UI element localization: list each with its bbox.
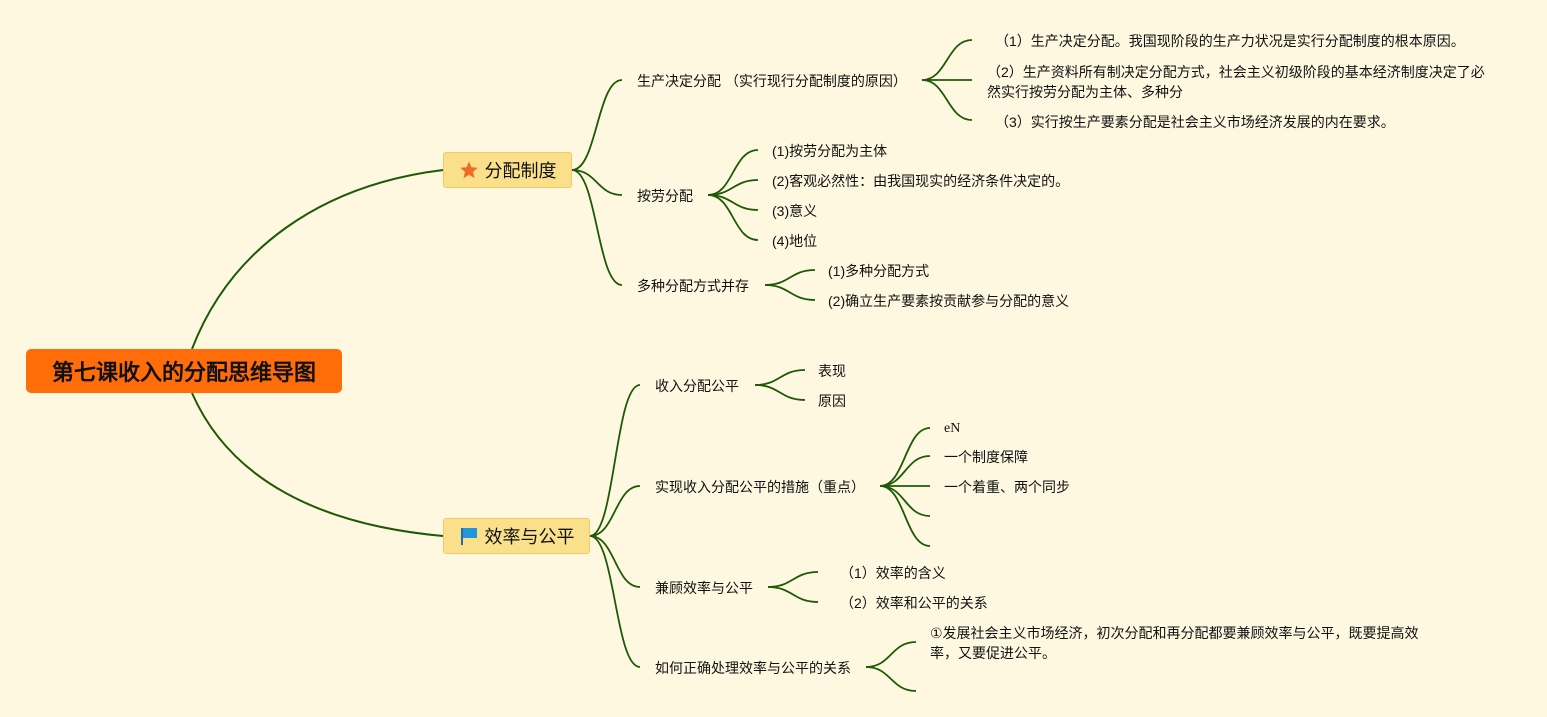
topic-income-fairness[interactable]: 收入分配公平 bbox=[655, 378, 739, 394]
leaf-relationship-1[interactable]: ①发展社会主义市场经济，初次分配和再分配都要兼顾效率与公平，既要提高效率，又要促… bbox=[930, 625, 1419, 661]
topic-multiple-methods[interactable]: 多种分配方式并存 bbox=[637, 278, 749, 294]
leaf-reason-1[interactable]: （1）生产决定分配。我国现阶段的生产力状况是实行分配制度的根本原因。 bbox=[995, 33, 1465, 49]
leaf-measures-2[interactable]: 一个制度保障 bbox=[944, 449, 1028, 465]
connector-b2-topic2 bbox=[589, 485, 641, 537]
connector-b1-topic1 bbox=[571, 79, 623, 171]
topic-distribution-by-labor[interactable]: 按劳分配 bbox=[637, 188, 693, 204]
leaf-fairness-2[interactable]: 原因 bbox=[818, 393, 846, 409]
leaf-labor-3[interactable]: (3)意义 bbox=[772, 203, 818, 219]
topic-production-determines[interactable]: 生产决定分配 （实行现行分配制度的原因） bbox=[637, 73, 907, 89]
connector-t1-leaf1 bbox=[921, 39, 973, 81]
leaf-methods-2[interactable]: (2)确立生产要素按贡献参与分配的意义 bbox=[828, 293, 1070, 309]
connector-t1-leaf3 bbox=[921, 79, 973, 121]
topic-balance[interactable]: 兼顾效率与公平 bbox=[655, 580, 753, 596]
branch-label: 效率与公平 bbox=[484, 527, 575, 547]
leaf-fairness-1[interactable]: 表现 bbox=[818, 363, 846, 379]
connector-t24-leaf1 bbox=[865, 641, 917, 668]
connector-t3-leaf1 bbox=[764, 269, 816, 286]
branch-distribution-system[interactable]: 分配制度 bbox=[443, 152, 572, 188]
branch-label: 分配制度 bbox=[484, 161, 557, 181]
connector-t22-leaf4 bbox=[879, 485, 931, 517]
connector-b2-topic3 bbox=[589, 535, 641, 588]
connector-t22-leaf2 bbox=[879, 455, 931, 487]
leaf-reason-3[interactable]: （3）实行按生产要素分配是社会主义市场经济发展的内在要求。 bbox=[995, 114, 1395, 130]
connector-t2-leaf4 bbox=[707, 194, 759, 241]
connector-b2-topic4 bbox=[589, 535, 641, 668]
leaf-measures-3[interactable]: 一个着重、两个同步 bbox=[944, 479, 1070, 495]
root-topic-label: 第七课收入的分配思维导图 bbox=[51, 360, 316, 385]
branch-efficiency-fairness[interactable]: 效率与公平 bbox=[443, 518, 590, 554]
flag-icon bbox=[459, 526, 479, 546]
topic-handle-relationship[interactable]: 如何正确处理效率与公平的关系 bbox=[655, 660, 851, 676]
leaf-measures-1[interactable]: eN bbox=[944, 421, 961, 436]
connector-t23-leaf1 bbox=[767, 571, 819, 588]
leaf-labor-4[interactable]: (4)地位 bbox=[772, 233, 818, 249]
leaf-balance-1[interactable]: （1）效率的含义 bbox=[840, 565, 946, 581]
connector-t22-leaf5 bbox=[879, 485, 931, 547]
connector-b1-topic3 bbox=[571, 169, 623, 286]
connector-t23-leaf2 bbox=[767, 586, 819, 603]
leaf-balance-2[interactable]: （2）效率和公平的关系 bbox=[840, 595, 988, 611]
star-icon bbox=[459, 160, 479, 180]
connector-b2-topic1 bbox=[589, 384, 641, 537]
leaf-labor-2[interactable]: (2)客观必然性：由我国现实的经济条件决定的。 bbox=[772, 173, 1070, 189]
connector-t21-leaf1 bbox=[754, 369, 806, 386]
leaf-labor-1[interactable]: (1)按劳分配为主体 bbox=[772, 143, 888, 159]
connector-t24-leaf2 bbox=[865, 666, 917, 692]
root-topic[interactable]: 第七课收入的分配思维导图 bbox=[26, 349, 342, 393]
connector-t21-leaf2 bbox=[754, 384, 806, 401]
connector-root-branch1 bbox=[191, 169, 444, 350]
connector-t22-leaf1 bbox=[879, 427, 931, 487]
connector-root-branch2 bbox=[191, 392, 444, 537]
leaf-reason-2[interactable]: （2）生产资料所有制决定分配方式，社会主义初级阶段的基本经济制度决定了必然实行按… bbox=[987, 64, 1485, 100]
connector-b1-topic2 bbox=[571, 169, 623, 196]
topic-fairness-measures[interactable]: 实现收入分配公平的措施（重点） bbox=[655, 479, 865, 495]
connector-t3-leaf2 bbox=[764, 284, 816, 301]
leaf-methods-1[interactable]: (1)多种分配方式 bbox=[828, 263, 930, 279]
